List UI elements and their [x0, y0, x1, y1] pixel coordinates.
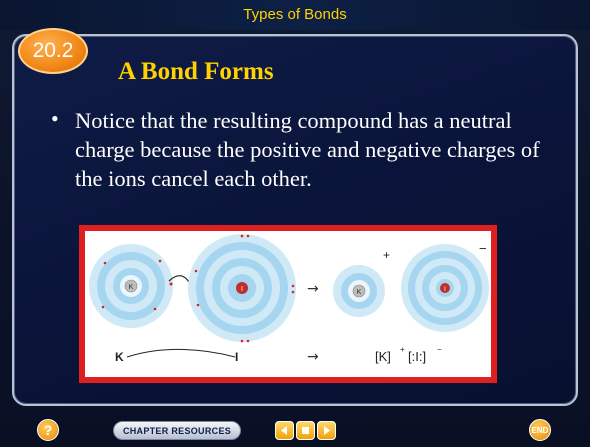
end-icon: END: [531, 425, 549, 435]
svg-text:[K]: [K]: [375, 349, 391, 364]
end-button[interactable]: END: [529, 419, 551, 441]
svg-text:−: −: [437, 345, 442, 354]
bullet-dot: •: [51, 106, 59, 131]
svg-text:I: I: [235, 350, 238, 364]
top-bar: Types of Bonds: [0, 0, 590, 30]
arrow-right-icon: [324, 426, 330, 435]
svg-text:I: I: [444, 287, 446, 293]
svg-text:K: K: [129, 284, 134, 291]
figure-canvas: K I: [85, 231, 491, 377]
svg-text:I: I: [241, 286, 243, 293]
negative-charge: −: [479, 241, 487, 256]
i-atom: I: [188, 234, 296, 343]
section-number: 20.2: [32, 39, 74, 62]
previous-slide-button[interactable]: [275, 421, 294, 440]
home-icon: [302, 427, 309, 434]
section-title: Types of Bonds: [243, 6, 347, 23]
electron-dot-equation: K I → [K] + [:I:] −: [115, 345, 442, 365]
bottom-nav-bar: ? CHAPTER RESOURCES END: [0, 414, 590, 447]
reaction-arrow-top: →: [307, 281, 319, 297]
svg-text:K: K: [115, 350, 124, 364]
home-button[interactable]: [296, 421, 315, 440]
next-slide-button[interactable]: [317, 421, 336, 440]
k-atom: K: [89, 244, 173, 328]
svg-text:K: K: [357, 289, 362, 296]
section-number-badge: 20.2: [18, 28, 88, 74]
figure-svg: K I: [89, 234, 489, 365]
help-button[interactable]: ?: [37, 419, 59, 441]
i-ion: I −: [401, 241, 489, 332]
svg-text:+: +: [400, 345, 405, 354]
k-ion: K +: [333, 248, 390, 317]
slide-title: A Bond Forms: [118, 58, 274, 85]
arrow-left-icon: [281, 426, 287, 435]
reaction-arrow-bottom: →: [307, 349, 319, 365]
chapter-resources-button[interactable]: CHAPTER RESOURCES: [113, 421, 241, 440]
bullet-text: Notice that the resulting compound has a…: [75, 108, 540, 191]
help-icon: ?: [43, 422, 53, 438]
positive-charge: +: [383, 248, 390, 262]
svg-text:[:I:]: [:I:]: [408, 349, 426, 364]
ionic-bond-figure: K I: [79, 225, 497, 383]
